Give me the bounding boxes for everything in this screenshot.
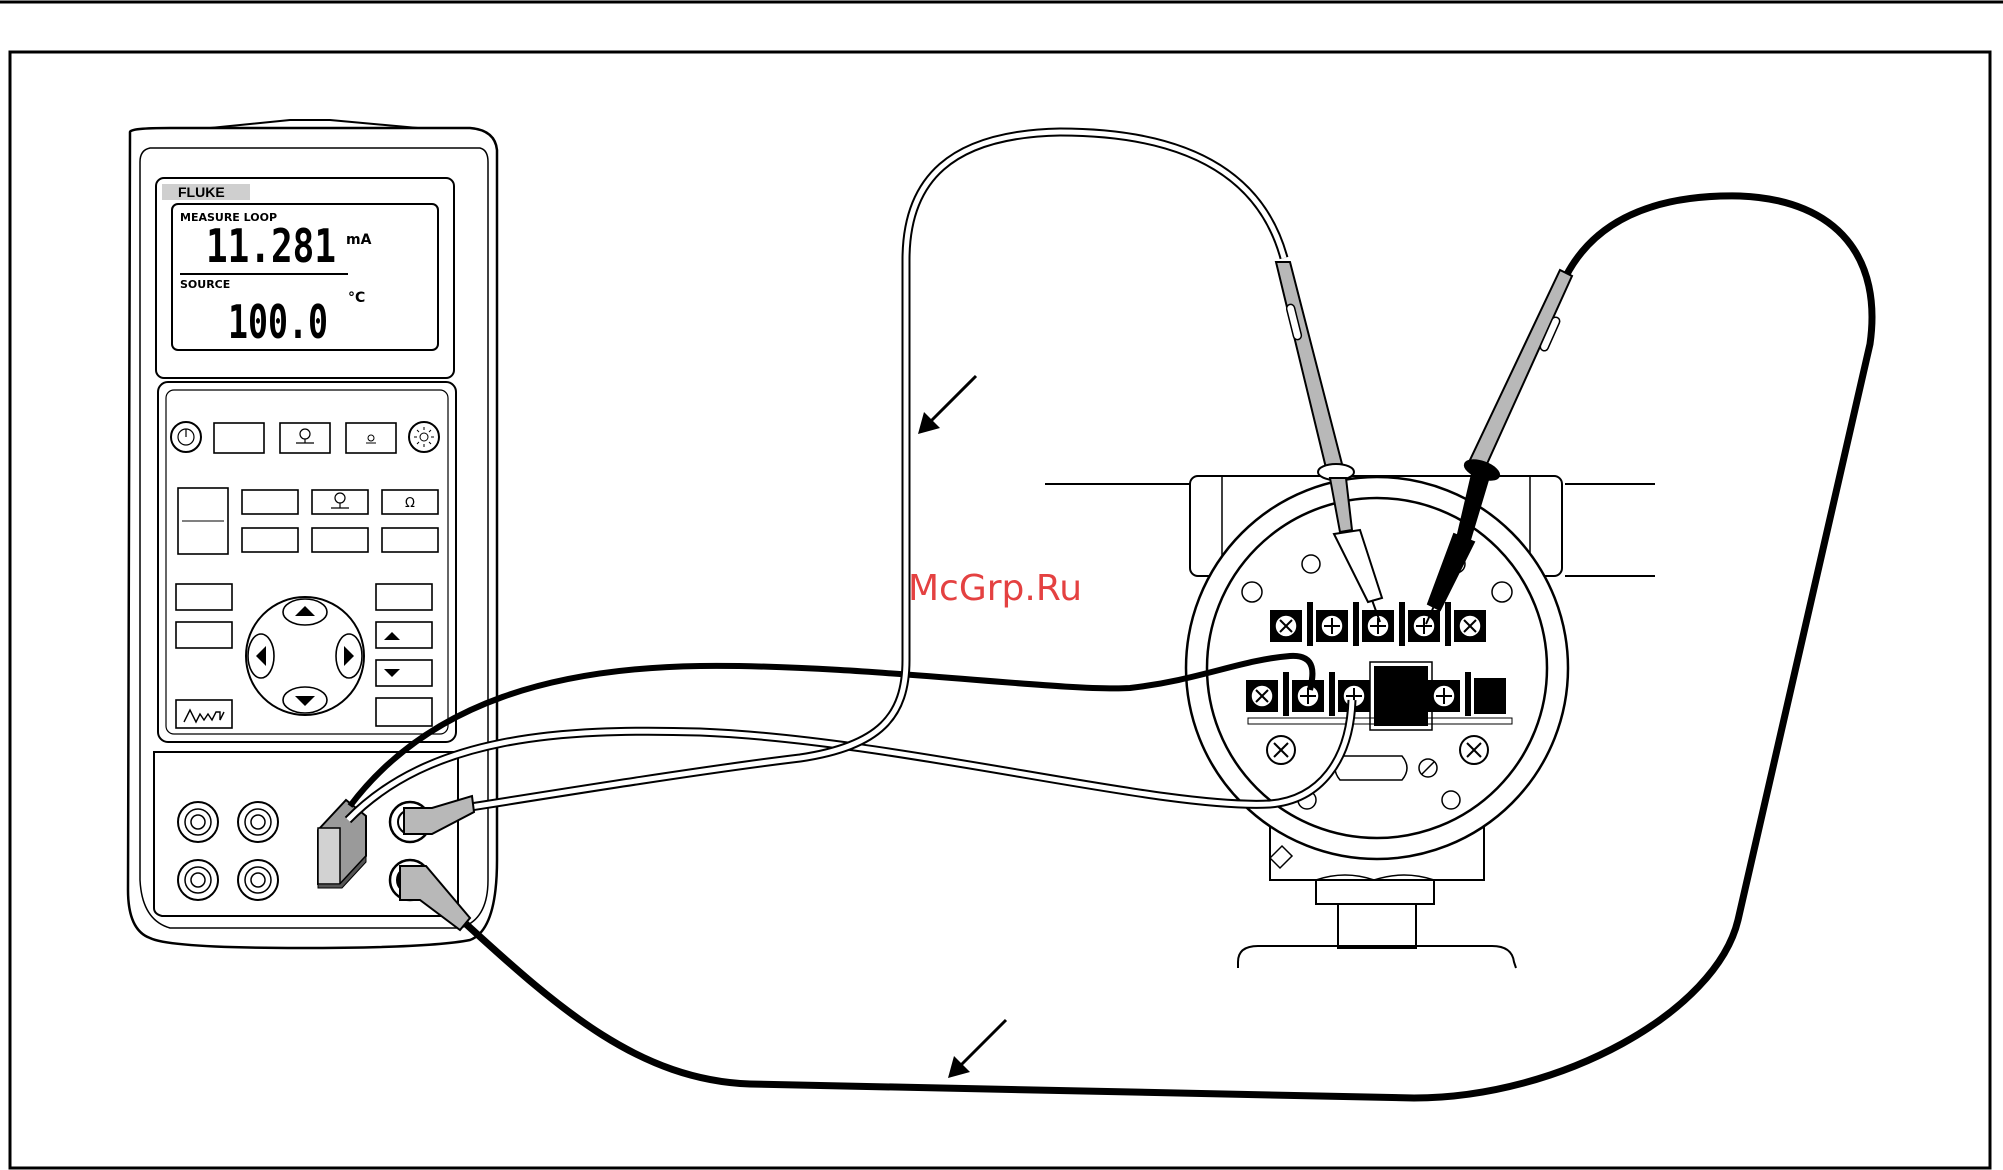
jack-4[interactable] <box>238 860 278 900</box>
step-up-key[interactable] <box>376 622 432 648</box>
boss-screw-4 <box>1492 582 1512 602</box>
thermocouple-button[interactable] <box>280 423 330 453</box>
function-button-3[interactable] <box>312 528 368 552</box>
jack-3[interactable] <box>178 860 218 900</box>
zero-button[interactable] <box>346 423 396 453</box>
function-button-4[interactable] <box>382 528 438 552</box>
boss-screw-1 <box>1302 555 1320 573</box>
brand-logo: FLUKE <box>178 184 225 200</box>
terminal-block <box>1374 666 1428 726</box>
jack-1[interactable] <box>178 802 218 842</box>
boss-screw-3 <box>1242 582 1262 602</box>
mount-stem <box>1338 904 1416 948</box>
step-down-key[interactable] <box>376 660 432 686</box>
source-mode-label: SOURCE <box>180 278 230 291</box>
left-key-2[interactable] <box>176 622 232 648</box>
current-flow-arrow-upper <box>918 376 976 434</box>
function-button-1[interactable] <box>242 490 298 514</box>
watermark: McGrp.Ru <box>908 568 1082 609</box>
mode-button-1[interactable] <box>214 423 264 453</box>
right-key-4[interactable] <box>376 698 432 726</box>
backlight-button[interactable] <box>409 422 439 452</box>
arrow-left-button[interactable] <box>248 634 274 678</box>
measure-reading: 11.281 <box>206 219 336 273</box>
rtd-button[interactable] <box>312 490 368 514</box>
arrow-up-button[interactable] <box>283 599 327 625</box>
function-button-2[interactable] <box>242 528 298 552</box>
arrow-right-button[interactable] <box>336 634 362 678</box>
red-test-lead-outline <box>452 132 1284 810</box>
measure-unit: mA <box>346 232 372 248</box>
black-test-lead <box>466 196 1872 1098</box>
ohms-key-label: Ω <box>405 496 415 511</box>
left-key-1[interactable] <box>176 584 232 610</box>
mount-base <box>1238 946 1516 968</box>
conduit-fitting <box>1316 880 1434 904</box>
current-flow-arrow-lower <box>948 1020 1006 1078</box>
arrow-down-button[interactable] <box>283 687 327 713</box>
ground-lug <box>1335 756 1407 780</box>
jack-2[interactable] <box>238 802 278 842</box>
terminal-block-right <box>1474 678 1506 714</box>
red-test-lead-core <box>452 132 1284 810</box>
source-unit: °C <box>348 290 365 306</box>
right-key-1[interactable] <box>376 584 432 610</box>
source-reading: 100.0 <box>228 295 328 349</box>
boss-screw-6 <box>1442 791 1460 809</box>
